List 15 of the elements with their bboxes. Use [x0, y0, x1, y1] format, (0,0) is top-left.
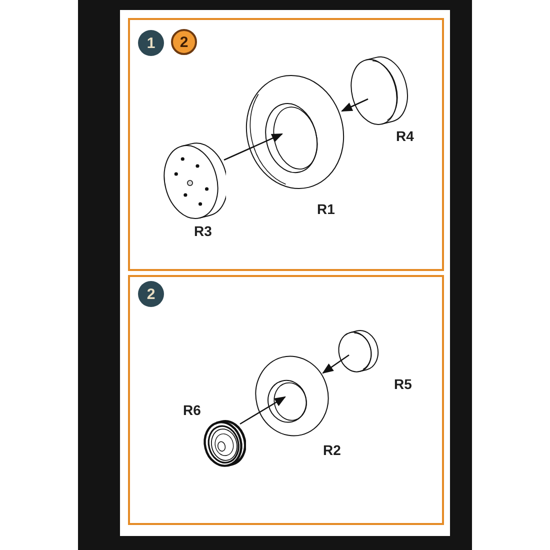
step-panel [128, 275, 444, 525]
part-label: R4 [396, 129, 414, 143]
step-number: 2 [138, 281, 164, 307]
arrow [224, 133, 284, 161]
arrow [340, 98, 368, 112]
part-label: R3 [194, 224, 212, 238]
step-reference: 2 [171, 29, 197, 55]
part-label: R5 [394, 377, 412, 391]
step-number: 1 [138, 30, 164, 56]
arrow [322, 354, 350, 374]
part-label: R2 [323, 443, 341, 457]
part-label: R6 [183, 403, 201, 417]
arrow [240, 396, 286, 425]
step-panel [128, 18, 444, 271]
part-label: R1 [317, 202, 335, 216]
